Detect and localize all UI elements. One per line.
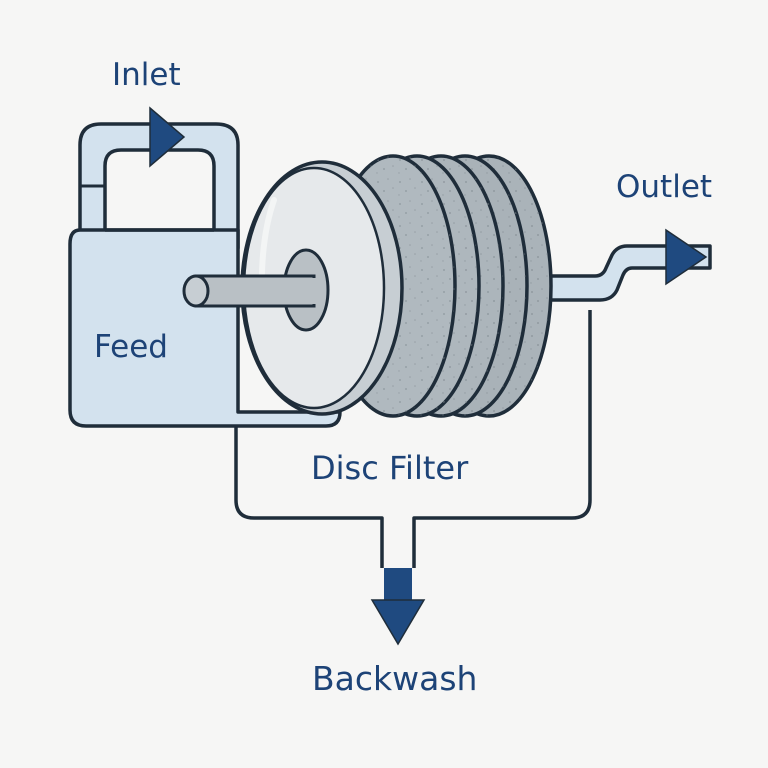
outlet-label: Outlet xyxy=(616,169,713,205)
disc-stack xyxy=(240,154,553,418)
backwash-drain-pipe xyxy=(234,310,592,568)
backwash-label: Backwash xyxy=(312,659,478,698)
shaft xyxy=(182,248,330,332)
outlet-arrow xyxy=(665,228,708,286)
inlet-label: Inlet xyxy=(112,57,181,93)
inlet-arrow xyxy=(149,106,186,168)
backwash-arrow xyxy=(370,568,426,646)
disc-filter-label: Disc Filter xyxy=(311,449,469,487)
feed-label: Feed xyxy=(94,329,168,365)
